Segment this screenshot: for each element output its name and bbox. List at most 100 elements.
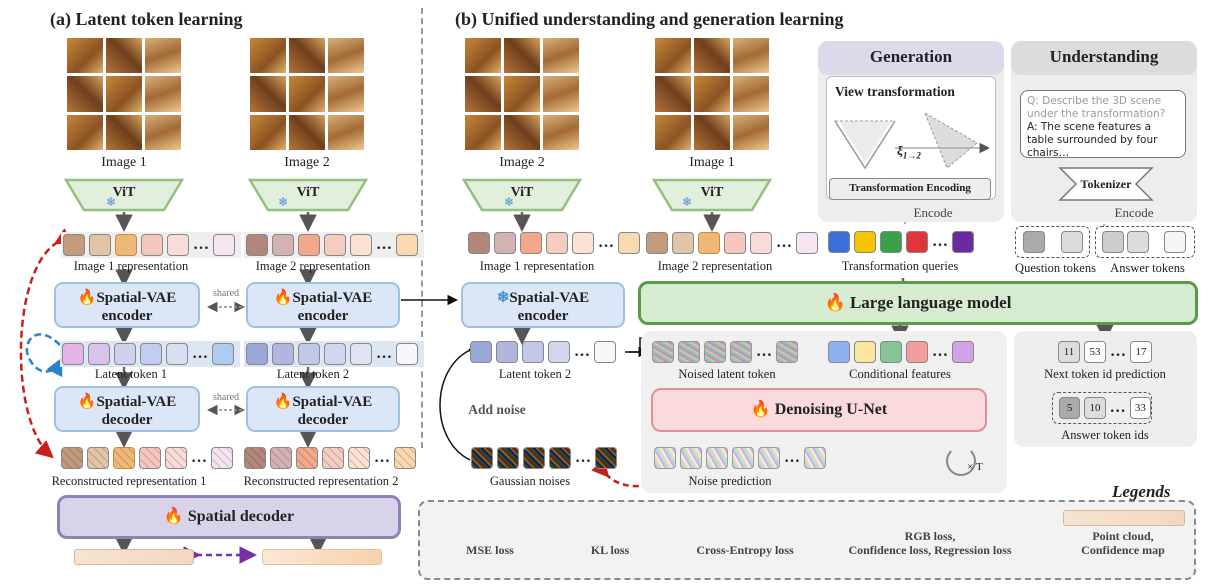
noise-prediction-label: Noise prediction [688, 474, 772, 488]
legend-title: Legends [1112, 482, 1171, 501]
reconstructed-representation-2-row: … [244, 447, 416, 469]
latent-token-2-label: Latent token 2 [276, 367, 350, 381]
xi-subscript: 1→2 [902, 150, 921, 161]
conditional-features-label: Conditional features [849, 367, 951, 381]
right-image-2-representation-label: Image 2 representation [657, 259, 773, 273]
image-2-representation-label: Image 2 representation [255, 259, 371, 273]
vit-label: ViT [112, 185, 136, 200]
gaussian-noise-row: … [471, 447, 617, 469]
token-id: 33 [1129, 397, 1151, 419]
token-id: 11 [1058, 341, 1080, 363]
right-image-2-representation-tokens: … [646, 232, 818, 254]
reconstructed-1-label: Reconstructed representation 1 [51, 474, 207, 488]
vit-label: ViT [510, 185, 534, 200]
right-image-2-label: Image 2 [499, 155, 545, 170]
noised-latent-token-label: Noised latent token [678, 367, 776, 381]
spatial-decoder-label: Spatial decoder [187, 508, 295, 525]
point-cloud-output-2 [262, 549, 382, 565]
answer-tokens-label: Answer tokens [1110, 261, 1185, 275]
tokenizer-shape [1058, 167, 1154, 201]
left-section-title: (a) Latent token learning [50, 9, 243, 29]
right-latent-token-2-label: Latent token 2 [498, 367, 572, 381]
image-2-tiles [250, 38, 364, 150]
latent-token-2-row: … [244, 341, 424, 367]
spatial-decoder-box: 🔥 Spatial decoder [57, 495, 401, 539]
view-transform-figure [834, 111, 990, 170]
next-token-ids-row: 11 53 … 17 [1058, 341, 1152, 363]
decoder-label-line2: decoder [297, 412, 349, 428]
qa-question: Q: Describe the 3D scene under the trans… [1027, 95, 1166, 120]
decoder-label-line1: Spatial-VAE [292, 394, 373, 410]
right-image-1-tiles [655, 38, 769, 150]
encoder-label-line2: encoder [297, 308, 349, 324]
svg-text:❄: ❄ [278, 195, 288, 209]
answer-token-ids-group: 5 10 … 33 [1052, 392, 1152, 424]
generation-header: Generation [818, 41, 1004, 75]
noise-prediction-row: … [654, 447, 826, 469]
denoising-unet-box: 🔥 Denoising U-Net [651, 388, 987, 432]
xi-symbol: ξ1→2 [897, 143, 921, 161]
token-id: 17 [1130, 341, 1152, 363]
unet-label: Denoising U-Net [774, 401, 888, 418]
reconstructed-2-label: Reconstructed representation 2 [243, 474, 399, 488]
view-transformation-card: View transformation ξ1→2 Transformation … [826, 76, 996, 200]
legend-rgb-line2: Confidence loss, Regression loss [848, 543, 1012, 557]
transformation-queries-row: … [828, 231, 974, 253]
shared-label: shared [212, 288, 240, 299]
latent-token-1-row: … [60, 341, 240, 367]
legend-point-cloud-swatch [1063, 510, 1185, 526]
right-image-1-representation-tokens: … [468, 232, 640, 254]
vit-label: ViT [296, 185, 320, 200]
encoder-label-line1: Spatial-VAE [96, 290, 177, 306]
answer-tokens-group [1095, 226, 1195, 258]
right-vit-block-1: ❄ ViT [462, 178, 582, 212]
legend-rgb: RGB loss,Confidence loss, Regression los… [830, 529, 1030, 557]
right-vit-block-2: ❄ ViT [652, 178, 772, 212]
vit-label: ViT [700, 185, 724, 200]
legend-box [418, 500, 1196, 580]
llm-box: 🔥 Large language model [638, 281, 1198, 325]
gaussian-noises-label: Gaussian noises [489, 474, 571, 488]
transformation-queries-label: Transformation queries [841, 259, 959, 273]
image-1-representation-label: Image 1 representation [73, 259, 189, 273]
encoder-label-line2: encoder [101, 308, 153, 324]
image-1-representation-tokens: … [61, 232, 241, 258]
noised-latent-token-row: … [652, 341, 798, 363]
transformation-encoding-box: Transformation Encoding [829, 178, 991, 200]
token-id: 5 [1059, 397, 1081, 419]
legend-pc-line2: Confidence map [1081, 543, 1165, 557]
encode-label-2: Encode [1114, 205, 1154, 220]
vit-block-1: ❄ ViT [64, 178, 184, 212]
answer-token-ids-label: Answer token ids [1061, 428, 1149, 442]
decoder-label-line2: decoder [101, 412, 153, 428]
encoder-label-line2: encoder [517, 308, 569, 324]
right-latent-token-2-row: … [470, 341, 616, 363]
image-2-label: Image 2 [284, 155, 330, 170]
xi-symbol-text: ξ [897, 143, 903, 158]
token-id: 53 [1084, 341, 1106, 363]
loop-icon [946, 446, 976, 476]
qa-answer: A: The scene features a table surrounded… [1027, 121, 1158, 159]
question-tokens-group [1015, 226, 1090, 258]
right-section-title: (b) Unified understanding and generation… [455, 9, 844, 29]
times-t-label: × T [967, 461, 983, 473]
image-2-representation-tokens: … [244, 232, 424, 258]
encoder-label-line1: Spatial-VAE [509, 290, 590, 306]
section-divider [421, 8, 423, 448]
encode-label: Encode [913, 205, 953, 220]
conditional-features-row: … [828, 341, 974, 363]
latent-token-1-label: Latent token 1 [94, 367, 168, 381]
understanding-header: Understanding [1011, 41, 1197, 75]
vit-block-2: ❄ ViT [248, 178, 368, 212]
view-transformation-label: View transformation [835, 84, 955, 99]
shared-label: shared [212, 392, 240, 403]
next-token-label: Next token id prediction [1044, 367, 1166, 381]
svg-text:❄: ❄ [106, 195, 116, 209]
question-tokens-label: Question tokens [1015, 261, 1096, 275]
right-image-1-representation-label: Image 1 representation [479, 259, 595, 273]
legend-kl: KL loss [590, 543, 630, 557]
